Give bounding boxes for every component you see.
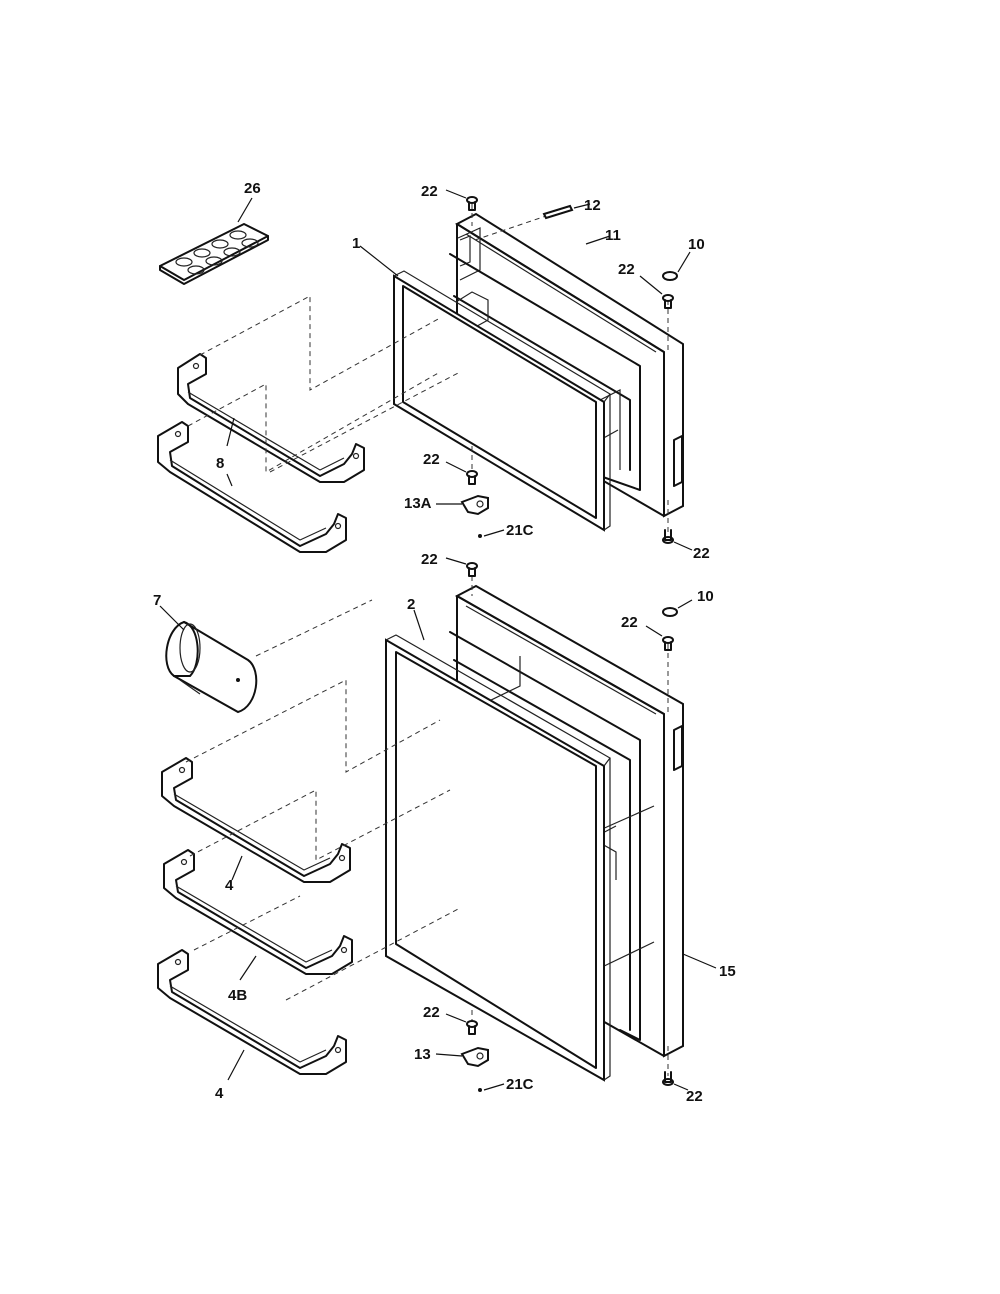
freezer-door-gasket bbox=[359, 245, 611, 532]
freezer-door-shelf-lower bbox=[157, 421, 347, 553]
handle-cap-12 bbox=[542, 204, 574, 220]
screw-22-top bbox=[466, 196, 478, 211]
plug-10-bottom bbox=[662, 607, 678, 617]
callout-7: 7 bbox=[153, 592, 161, 609]
hinge-13a bbox=[460, 494, 489, 516]
callout-8: 8 bbox=[216, 455, 224, 472]
callout-22-fresh-food-hinge: 22 bbox=[621, 614, 638, 631]
shelf-4-leader-lower bbox=[227, 1049, 245, 1081]
callout-22-freezer-top: 22 bbox=[421, 183, 438, 200]
screw-21c-top bbox=[478, 534, 482, 538]
callout-4b: 4B bbox=[228, 987, 247, 1004]
callout-1: 1 bbox=[352, 235, 360, 252]
screw-22-bottom-lower bbox=[466, 1020, 478, 1035]
shelf-4b-leader bbox=[239, 955, 257, 981]
screw-22-mid-left bbox=[466, 470, 478, 485]
callout-12: 12 bbox=[584, 197, 601, 214]
plug-10-top bbox=[662, 271, 678, 281]
assembly-lines-bottom bbox=[185, 576, 669, 1076]
fresh-food-door-shelf-3 bbox=[157, 949, 347, 1075]
fresh-food-door-shelf-1 bbox=[161, 757, 351, 883]
screw-22-top-right bbox=[662, 294, 674, 309]
callout-22-freezer-hinge: 22 bbox=[618, 261, 635, 278]
callout-10-freezer: 10 bbox=[688, 236, 705, 253]
callout-21c-freezer: 21C bbox=[506, 522, 534, 539]
fresh-food-door-gasket bbox=[385, 609, 611, 1082]
screw-21c-bottom bbox=[478, 1088, 482, 1092]
freezer-outer-door bbox=[454, 212, 684, 518]
callout-22-fresh-food-bottom-right: 22 bbox=[686, 1088, 703, 1105]
callout-10-fresh-food: 10 bbox=[697, 588, 714, 605]
callout-4-upper: 4 bbox=[225, 877, 234, 894]
egg-tray bbox=[159, 197, 269, 285]
callout-22-fresh-food-top: 22 bbox=[421, 551, 438, 568]
callout-22-freezer-bottom-right: 22 bbox=[693, 545, 710, 562]
callout-13a: 13A bbox=[404, 495, 432, 512]
screw-22-bottom-top bbox=[466, 562, 478, 577]
fresh-food-door-shelf-4b bbox=[163, 849, 353, 975]
callout-13: 13 bbox=[414, 1046, 431, 1063]
shelf-4-leader-upper bbox=[231, 855, 243, 881]
screw-22-bottom-bottom-right bbox=[662, 1071, 674, 1086]
callout-22-fresh-food-bottom: 22 bbox=[423, 1004, 440, 1021]
screw-22-bottom-top-right bbox=[662, 636, 674, 651]
callout-26: 26 bbox=[244, 180, 261, 197]
callout-11: 11 bbox=[605, 227, 621, 244]
callout-22-freezer-bottom: 22 bbox=[423, 451, 440, 468]
callout-2: 2 bbox=[407, 596, 415, 613]
screw-22-bottom-right bbox=[662, 529, 674, 544]
freezer-shelf-leaders bbox=[226, 417, 235, 487]
hinge-13 bbox=[460, 1046, 489, 1068]
freezer-door-shelf-upper bbox=[177, 353, 365, 483]
assembly-lines-top bbox=[187, 204, 669, 534]
dairy-door-bin bbox=[159, 605, 258, 714]
callout-4-lower: 4 bbox=[215, 1085, 224, 1102]
callout-15: 15 bbox=[719, 963, 736, 980]
callout-21c-fresh-food: 21C bbox=[506, 1076, 534, 1093]
